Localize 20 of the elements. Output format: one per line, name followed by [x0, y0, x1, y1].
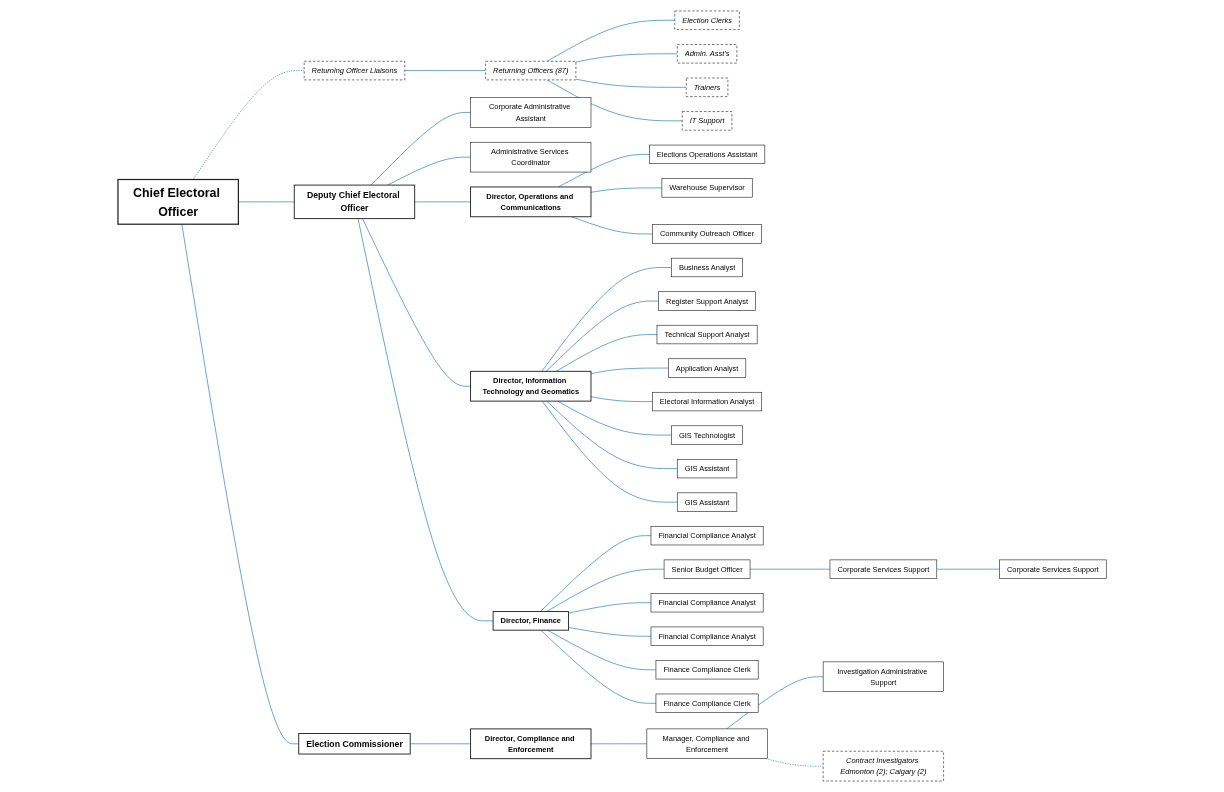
node-box: Deputy Chief Electoral Officer [293, 184, 416, 220]
node-box: Chief Electoral Officer [117, 178, 239, 225]
connector [557, 400, 672, 436]
connector [571, 216, 653, 235]
connector [546, 400, 678, 469]
connector [404, 70, 486, 71]
connector [558, 154, 650, 188]
connector [590, 187, 663, 193]
connector [547, 629, 657, 671]
connector [590, 367, 669, 375]
connector [726, 676, 824, 730]
connector [540, 629, 657, 704]
connector [590, 396, 653, 402]
node-box: Election Commissioner [298, 733, 411, 755]
connector [590, 743, 648, 745]
connector [370, 112, 471, 186]
connector [555, 334, 658, 372]
connector [546, 79, 683, 122]
connector [387, 156, 471, 186]
connector [541, 400, 678, 503]
